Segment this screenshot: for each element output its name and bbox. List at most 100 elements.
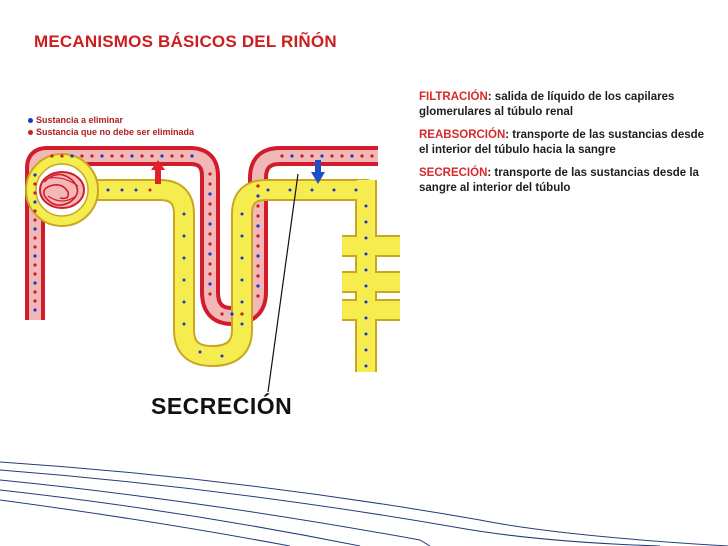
pointer-line bbox=[267, 173, 299, 393]
red-particle bbox=[208, 272, 212, 276]
blue-particle bbox=[182, 256, 186, 260]
red-particle bbox=[256, 244, 260, 248]
blue-particle bbox=[182, 322, 186, 326]
red-particle bbox=[256, 214, 260, 218]
blue-particle bbox=[354, 188, 358, 192]
blue-particle bbox=[240, 212, 244, 216]
red-particle bbox=[170, 154, 174, 158]
blue-particle bbox=[33, 254, 37, 258]
red-particle bbox=[33, 299, 37, 303]
blue-particle bbox=[190, 154, 194, 158]
red-particle bbox=[256, 274, 260, 278]
blue-particle bbox=[198, 350, 202, 354]
blue-particle bbox=[320, 154, 324, 158]
blue-particle bbox=[350, 154, 354, 158]
blue-particle bbox=[364, 220, 368, 224]
red-particle bbox=[90, 154, 94, 158]
blue-particle bbox=[364, 348, 368, 352]
blue-particle bbox=[70, 154, 74, 158]
red-particle bbox=[33, 236, 37, 240]
red-particle bbox=[256, 234, 260, 238]
renal-tubule bbox=[76, 179, 400, 372]
red-particle bbox=[240, 312, 244, 316]
red-particle bbox=[220, 312, 224, 316]
reabsorption-arrow-icon bbox=[151, 160, 165, 184]
blue-particle bbox=[130, 154, 134, 158]
red-particle bbox=[256, 294, 260, 298]
definition-term: REABSORCIÓN bbox=[419, 129, 506, 141]
substance-dots bbox=[33, 154, 374, 368]
red-particle bbox=[300, 154, 304, 158]
blue-particle bbox=[182, 300, 186, 304]
red-particle bbox=[280, 154, 284, 158]
blue-particle bbox=[160, 154, 164, 158]
definition-filtracion: FILTRACIÓN: salida de líquido de los cap… bbox=[419, 90, 715, 120]
legend-label: Sustancia a eliminar bbox=[36, 115, 124, 125]
secrecion-label: SECRECIÓN bbox=[151, 393, 293, 419]
blue-particle bbox=[208, 192, 212, 196]
red-particle bbox=[33, 290, 37, 294]
red-particle bbox=[208, 202, 212, 206]
blue-particle bbox=[182, 234, 186, 238]
red-particle bbox=[140, 154, 144, 158]
red-particle bbox=[340, 154, 344, 158]
legend-item-red: Sustancia que no debe ser eliminada bbox=[28, 126, 194, 138]
blue-particle bbox=[240, 300, 244, 304]
blue-particle bbox=[256, 284, 260, 288]
blue-particle bbox=[256, 194, 260, 198]
blue-particle bbox=[266, 188, 270, 192]
blue-particle bbox=[230, 312, 234, 316]
red-particle bbox=[208, 172, 212, 176]
blue-particle bbox=[106, 188, 110, 192]
red-particle bbox=[110, 154, 114, 158]
red-particle bbox=[33, 245, 37, 249]
blue-particle bbox=[240, 256, 244, 260]
blue-particle bbox=[364, 268, 368, 272]
red-particle bbox=[33, 182, 37, 186]
definitions: FILTRACIÓN: salida de líquido de los cap… bbox=[419, 90, 715, 204]
blue-particle bbox=[33, 173, 37, 177]
definition-text: : salida de líquido de los capilares glo… bbox=[419, 91, 675, 118]
red-particle bbox=[80, 154, 84, 158]
red-particle bbox=[208, 232, 212, 236]
legend-item-blue: Sustancia a eliminar bbox=[28, 114, 194, 126]
blue-particle bbox=[364, 316, 368, 320]
red-particle bbox=[60, 154, 64, 158]
blue-particle bbox=[290, 154, 294, 158]
blood-vessel bbox=[25, 146, 378, 326]
red-particle bbox=[208, 262, 212, 266]
blue-particle bbox=[33, 308, 37, 312]
decorative-waves bbox=[0, 461, 728, 546]
red-particle bbox=[208, 182, 212, 186]
blue-particle bbox=[364, 364, 368, 368]
blue-particle bbox=[240, 278, 244, 282]
definition-reabsorcion: REABSORCIÓN: transporte de las sustancia… bbox=[419, 128, 715, 158]
blue-particle bbox=[288, 188, 292, 192]
red-particle bbox=[33, 209, 37, 213]
red-particle bbox=[208, 242, 212, 246]
blue-particle bbox=[33, 227, 37, 231]
blue-particle bbox=[120, 188, 124, 192]
blue-particle bbox=[332, 188, 336, 192]
red-particle bbox=[33, 272, 37, 276]
red-particle bbox=[33, 191, 37, 195]
legend: Sustancia a eliminar Sustancia que no de… bbox=[28, 114, 194, 138]
blue-particle bbox=[364, 236, 368, 240]
red-particle bbox=[208, 212, 212, 216]
legend-label: Sustancia que no debe ser eliminada bbox=[36, 127, 195, 137]
blue-particle bbox=[33, 281, 37, 285]
red-particle bbox=[33, 218, 37, 222]
definition-term: SECRECIÓN bbox=[419, 167, 488, 179]
blue-particle bbox=[256, 254, 260, 258]
blue-particle bbox=[240, 234, 244, 238]
blue-particle bbox=[364, 204, 368, 208]
red-particle bbox=[33, 263, 37, 267]
blue-particle bbox=[310, 188, 314, 192]
blue-particle bbox=[364, 252, 368, 256]
red-particle bbox=[208, 292, 212, 296]
blue-particle bbox=[208, 252, 212, 256]
definition-text: : transporte de las sustancias desde el … bbox=[419, 129, 705, 156]
red-particle bbox=[360, 154, 364, 158]
blue-particle bbox=[240, 322, 244, 326]
